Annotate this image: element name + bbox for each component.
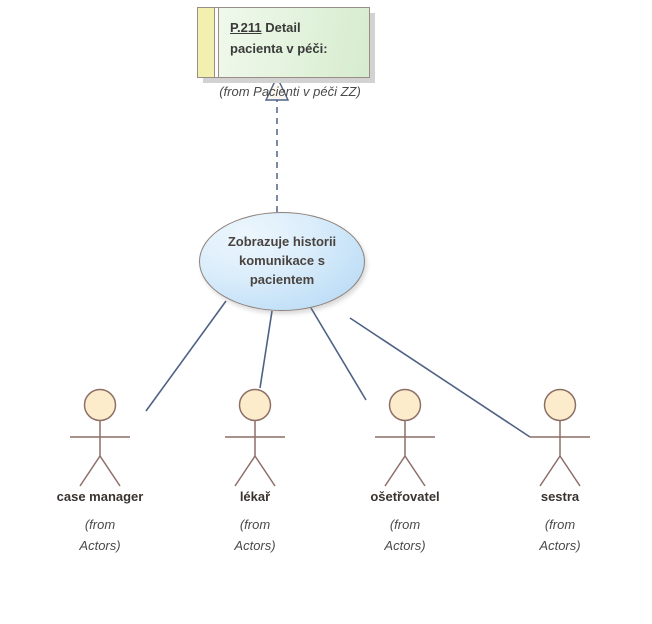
actor-osetrovatel[interactable]: ošetřovatel (from Actors)	[335, 386, 475, 556]
package-tab-gap	[215, 8, 219, 77]
generalization-arrowhead	[264, 75, 290, 101]
actor-figure	[185, 386, 325, 491]
actor-lekar[interactable]: lékař (from Actors)	[185, 386, 325, 556]
actor-leg-left-icon	[234, 455, 256, 487]
actor-leg-right-icon	[559, 455, 581, 487]
actor-from-label: (from Actors)	[539, 517, 581, 553]
use-case-label: Zobrazuje historii komunikace s paciente…	[227, 234, 337, 287]
association-line-lekar	[259, 310, 273, 389]
actor-name-label: sestra	[540, 489, 580, 504]
actor-name-label: case manager	[56, 489, 144, 504]
actor-leg-left-icon	[539, 455, 561, 487]
actor-figure	[490, 386, 630, 491]
actor-from-label: (from Actors)	[384, 517, 426, 553]
actor-figure	[30, 386, 170, 491]
package-tab	[198, 8, 215, 77]
actor-head-icon	[83, 388, 117, 422]
actor-leg-right-icon	[254, 455, 276, 487]
actor-sestra[interactable]: sestra (from Actors)	[490, 386, 630, 556]
package-from-label: (from Pacienti v péči ZZ)	[219, 84, 361, 99]
actor-leg-right-icon	[404, 455, 426, 487]
use-case-ellipse[interactable]: Zobrazuje historii komunikace s paciente…	[199, 212, 365, 311]
actor-case-manager[interactable]: case manager (from Actors)	[30, 386, 170, 556]
association-line-osetrovatel	[310, 307, 367, 401]
actor-leg-left-icon	[79, 455, 101, 487]
actor-head-icon	[543, 388, 577, 422]
actor-from-label: (from Actors)	[79, 517, 121, 553]
actor-figure	[335, 386, 475, 491]
actor-head-icon	[388, 388, 422, 422]
association-line-sestra	[349, 317, 531, 438]
association-line-case-manager	[145, 300, 227, 412]
actor-leg-right-icon	[99, 455, 121, 487]
actor-name-label: ošetřovatel	[370, 489, 440, 504]
actor-from-label: (from Actors)	[234, 517, 276, 553]
actor-head-icon	[238, 388, 272, 422]
actor-name-label: lékař	[239, 489, 271, 504]
actor-leg-left-icon	[384, 455, 406, 487]
